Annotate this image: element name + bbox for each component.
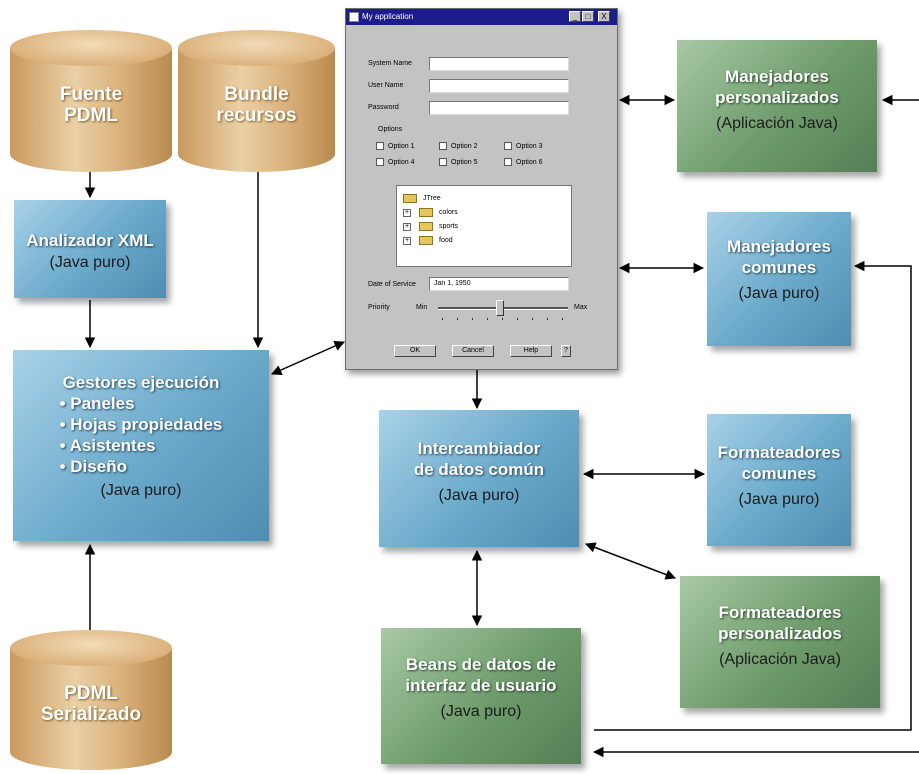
app-title: My application xyxy=(362,12,414,21)
formateadores-personalizados-sub: (Aplicación Java) xyxy=(719,651,841,668)
slider-thumb[interactable] xyxy=(496,300,504,316)
analizador-sub: (Java puro) xyxy=(49,254,131,271)
option-checkbox[interactable] xyxy=(439,158,447,166)
gestores-sub: (Java puro) xyxy=(100,482,182,499)
formateadores-personalizados-line1: Formateadores xyxy=(718,603,842,622)
minimize-button[interactable]: _ xyxy=(569,11,581,22)
ok-button[interactable]: OK xyxy=(394,345,436,357)
option-checkbox[interactable] xyxy=(504,142,512,150)
priority-label: Priority xyxy=(368,304,390,311)
database-pdml-serializado: PDML Serializado xyxy=(10,630,172,770)
analizador-title: Analizador XML xyxy=(26,231,154,250)
formateadores-comunes-line2: comunes xyxy=(741,464,817,483)
intercambiador-sub: (Java puro) xyxy=(438,487,520,504)
formateadores-comunes-line1: Formateadores xyxy=(717,443,841,462)
box-formateadores-personalizados: Formateadores personalizados (Aplicación… xyxy=(680,576,880,708)
box-analizador-xml: Analizador XML (Java puro) xyxy=(14,200,166,298)
beans-sub: (Java puro) xyxy=(440,703,522,720)
options-label: Options xyxy=(378,126,403,133)
option-label: Option 5 xyxy=(451,159,478,166)
gestores-title: Gestores ejecución xyxy=(62,373,220,392)
password-label: Password xyxy=(368,104,399,111)
user-name-label: User Name xyxy=(368,82,404,89)
bundle-line2: recursos xyxy=(216,105,297,127)
maximize-button[interactable]: □ xyxy=(582,11,594,22)
help-button[interactable]: Help xyxy=(510,345,552,357)
option-checkbox[interactable] xyxy=(376,142,384,150)
formateadores-personalizados-line2: personalizados xyxy=(718,624,842,643)
manejadores-comunes-line1: Manejadores xyxy=(727,237,831,256)
manejadores-comunes-line2: comunes xyxy=(741,258,817,277)
folder-icon xyxy=(419,236,433,245)
database-fuente-pdml: Fuente PDML xyxy=(10,30,172,172)
box-beans-datos: Beans de datos de interfaz de usuario (J… xyxy=(381,628,581,764)
option-checkbox[interactable] xyxy=(504,158,512,166)
slider-min-label: Min xyxy=(416,304,428,311)
box-formateadores-comunes: Formateadores comunes (Java puro) xyxy=(707,414,851,546)
manejadores-personalizados-line1: Manejadores xyxy=(725,67,829,86)
option-label: Option 4 xyxy=(388,159,415,166)
user-name-field[interactable] xyxy=(429,79,569,93)
option-checkbox[interactable] xyxy=(376,158,384,166)
beans-line2: interfaz de usuario xyxy=(405,676,557,695)
folder-icon xyxy=(419,208,433,217)
expand-icon[interactable]: + xyxy=(403,209,411,217)
password-field[interactable] xyxy=(429,101,569,115)
option-label: Option 3 xyxy=(516,143,543,150)
intercambiador-line2: de datos común xyxy=(413,460,545,479)
arrow-gestores-window xyxy=(271,341,345,375)
formateadores-comunes-sub: (Java puro) xyxy=(738,491,820,508)
tree-item-label[interactable]: food xyxy=(439,237,453,244)
tree-root-label: JTree xyxy=(423,195,441,202)
serializado-line2: Serializado xyxy=(40,704,142,726)
expand-icon[interactable]: + xyxy=(403,223,411,231)
intercambiador-line1: Intercambiador xyxy=(417,439,541,458)
option-checkbox[interactable] xyxy=(439,142,447,150)
box-gestores-ejecucion: Gestores ejecución Paneles Hojas propied… xyxy=(13,350,269,541)
close-button[interactable]: X xyxy=(598,11,610,22)
app-window-icon xyxy=(349,12,359,22)
beans-line1: Beans de datos de xyxy=(405,655,557,674)
database-bundle-recursos: Bundle recursos xyxy=(178,30,335,172)
expand-icon[interactable]: + xyxy=(403,237,411,245)
option-label: Option 1 xyxy=(388,143,415,150)
tree-item-label[interactable]: colors xyxy=(439,209,458,216)
cancel-button[interactable]: Cancel xyxy=(452,345,494,357)
system-name-field[interactable] xyxy=(429,57,569,71)
folder-icon xyxy=(403,194,417,203)
slider-max-label: Max xyxy=(574,304,588,311)
help-question-button[interactable]: ? xyxy=(561,345,571,357)
tree-item-label[interactable]: sports xyxy=(439,223,459,230)
manejadores-comunes-sub: (Java puro) xyxy=(738,285,820,302)
system-name-label: System Name xyxy=(368,60,412,67)
gestores-item: Hojas propiedades xyxy=(60,414,222,435)
bundle-line1: Bundle xyxy=(224,84,289,106)
priority-slider[interactable] xyxy=(438,299,568,323)
gestores-list: Paneles Hojas propiedades Asistentes Dis… xyxy=(60,393,223,477)
arrow-loop-to-manejadores-comunes xyxy=(594,260,912,731)
box-manejadores-comunes: Manejadores comunes (Java puro) xyxy=(707,212,851,346)
fuente-line1: Fuente xyxy=(59,84,123,106)
gestores-item: Paneles xyxy=(60,393,223,414)
gestores-item: Diseño xyxy=(60,456,223,477)
box-manejadores-personalizados: Manejadores personalizados (Aplicación J… xyxy=(677,40,877,172)
date-of-service-field[interactable]: Jan 1, 1950 xyxy=(429,277,569,291)
app-title-bar: My application _ □ X xyxy=(346,9,617,25)
app-window: My application _ □ X System Name User Na… xyxy=(345,8,618,370)
manejadores-personalizados-line2: personalizados xyxy=(715,88,839,107)
manejadores-personalizados-sub: (Aplicación Java) xyxy=(716,115,838,132)
box-intercambiador: Intercambiador de datos común (Java puro… xyxy=(379,410,579,547)
option-label: Option 6 xyxy=(516,159,543,166)
gestores-item: Asistentes xyxy=(60,435,223,456)
slider-ticks xyxy=(442,318,564,320)
folder-icon xyxy=(419,222,433,231)
arrow-intercambiador-formateadores-personalizados xyxy=(585,542,676,580)
option-label: Option 2 xyxy=(451,143,478,150)
date-of-service-label: Date of Service xyxy=(368,281,416,288)
serializado-line1: PDML xyxy=(64,683,118,705)
jtree-view[interactable]: JTree + colors + sports + food xyxy=(396,185,572,267)
fuente-line2: PDML xyxy=(64,105,118,127)
